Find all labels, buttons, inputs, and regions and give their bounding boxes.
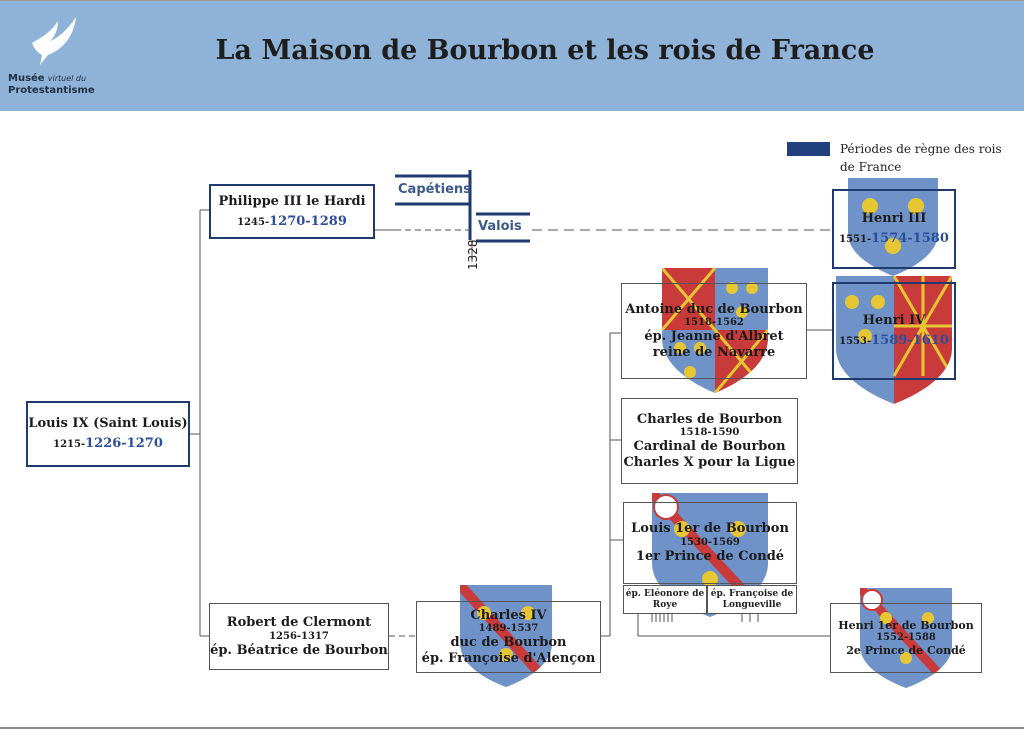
charlesb-desc2: Charles X pour la Ligue	[623, 454, 796, 470]
philippe3-birth: 1245-	[237, 216, 270, 228]
charles4-desc1: duc de Bourbon	[450, 635, 567, 651]
antoine-dates: 1518-1562	[684, 317, 744, 329]
box-louis9: Louis IX (Saint Louis) 1215-1226-1270	[26, 401, 190, 467]
henri1-dates: 1552-1588	[876, 632, 936, 643]
robert-dates: 1256-1317	[269, 630, 329, 642]
henri3-coat-of-arms-icon	[848, 178, 938, 276]
label-valois: Valois	[478, 219, 522, 234]
box-henri4: Henri IV 1553-1589-1610	[832, 282, 956, 380]
henri1-coat-of-arms-icon	[860, 588, 952, 688]
antoine-coat-of-arms-icon	[662, 268, 768, 393]
henri4-birth: 1553-	[839, 336, 872, 347]
henri4-coat-of-arms-icon	[836, 276, 952, 404]
henri1-name: Henri 1er de Bourbon	[838, 618, 974, 632]
charlesb-name: Charles de Bourbon	[636, 411, 783, 427]
bottom-border	[0, 727, 1024, 729]
charlesb-desc1: Cardinal de Bourbon	[633, 439, 786, 455]
antoine-name: Antoine duc de Bourbon	[625, 301, 803, 317]
box-philippe3: Philippe III le Hardi 1245-1270-1289	[209, 184, 375, 239]
antoine-desc2: reine de Navarre	[652, 344, 776, 360]
label-capetiens: Capétiens	[398, 182, 471, 197]
box-louis1: Louis 1er de Bourbon 1530-1569 1er Princ…	[623, 502, 797, 584]
box-charles4: Charles IV 1489-1537 duc de Bourbon ép. …	[416, 601, 601, 673]
louis9-name: Louis IX (Saint Louis)	[28, 416, 188, 432]
box-charles-bourbon: Charles de Bourbon 1518-1590 Cardinal de…	[621, 398, 798, 484]
louis9-birth: 1215-	[53, 439, 86, 450]
antoine-desc1: ép. Jeanne d'Albret	[644, 329, 784, 345]
box-henri1: Henri 1er de Bourbon 1552-1588 2e Prince…	[830, 603, 982, 673]
charles4-dates: 1489-1537	[478, 623, 539, 635]
box-henri3: Henri III 1551-1574-1580	[832, 189, 956, 269]
charles4-coat-of-arms-icon	[460, 585, 552, 687]
box-antoine: Antoine duc de Bourbon 1518-1562 ép. Jea…	[621, 283, 807, 379]
henri4-reign: 1589-1610	[871, 333, 949, 348]
legend-swatch	[787, 142, 830, 156]
henri4-name: Henri IV	[862, 313, 926, 329]
henri3-birth: 1551-	[839, 234, 872, 245]
page-title: La Maison de Bourbon et les rois de Fran…	[215, 35, 875, 66]
robert-desc: ép. Béatrice de Bourbon	[210, 642, 388, 658]
louis9-reign: 1226-1270	[85, 436, 163, 451]
charles4-name: Charles IV	[470, 607, 547, 623]
louis1-spouse2: ép. Françoise de Longueville	[707, 585, 797, 614]
box-robert: Robert de Clermont 1256-1317 ép. Béatric…	[209, 603, 389, 670]
henri3-reign: 1574-1580	[871, 231, 949, 246]
henri3-name: Henri III	[861, 211, 927, 227]
logo-text: Musée virtuel du Protestantisme	[8, 73, 95, 96]
louis1-spouse1: ép. Eléonore de Roye	[623, 585, 707, 614]
philippe3-name: Philippe III le Hardi	[218, 193, 366, 209]
louis1-dates: 1530-1569	[680, 537, 740, 548]
header-banner: Musée virtuel du Protestantisme La Maiso…	[0, 0, 1024, 111]
charlesb-dates: 1518-1590	[679, 427, 740, 439]
robert-name: Robert de Clermont	[226, 614, 372, 630]
philippe3-reign: 1270-1289	[269, 213, 347, 229]
legend-text: Périodes de règne des rois de France	[840, 142, 1002, 174]
charles4-desc2: ép. Françoise d'Alençon	[421, 650, 596, 666]
year-1328: 1328	[466, 239, 480, 270]
louis1-desc: 1er Prince de Condé	[635, 549, 785, 564]
henri1-desc: 2e Prince de Condé	[846, 644, 966, 657]
dove-icon	[32, 17, 76, 65]
louis1-name: Louis 1er de Bourbon	[631, 521, 789, 537]
